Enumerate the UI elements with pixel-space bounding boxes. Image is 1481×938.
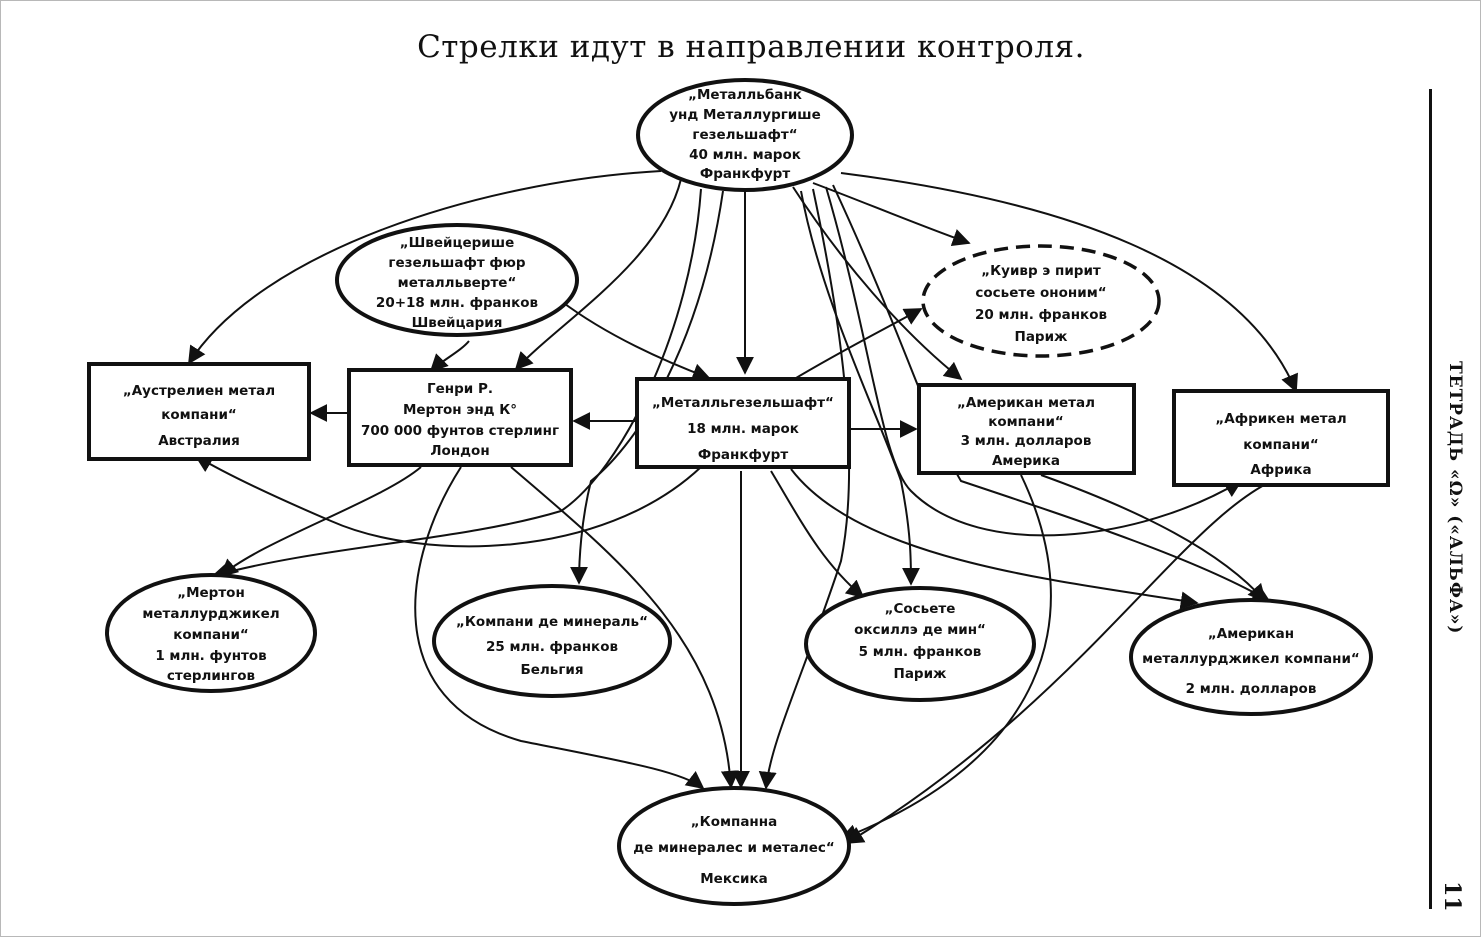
node-american-nickel-line: 2 млн. долларов [1186,681,1317,697]
edge-metallbank-minerale [570,190,724,585]
edge-schweiz-metallges [560,300,711,381]
node-merton-nickel-line: 1 млн. фунтов [155,648,266,664]
node-merton-line: Мертон энд К° [403,402,517,418]
node-minerale: „Компани де минераль“ 25 млн. франков Бе… [432,584,672,698]
edge-african-mexico [845,478,1277,844]
node-merton-nickel: „Мертон металлурджикел компани“ 1 млн. ф… [105,573,317,693]
edge-merton-mexico [414,466,705,790]
edge-merton-mertonnickel [219,466,422,578]
node-merton-line: Лондон [430,443,489,459]
edge-metallbank-mexico-b [758,188,851,790]
node-metallbank-line: Франкфурт [700,166,791,182]
node-merton-nickel-line: „Мертон [177,585,245,601]
node-merton-line: Генри Р. [427,381,493,397]
edge-metallges-oxilles [770,470,865,599]
node-mexico-line: Мексика [700,871,768,887]
edge-metallges-cuivre [790,308,923,382]
node-cuivre-line: Париж [1015,329,1069,345]
side-running-head: ТЕТРАДЬ «Ω» («АЛЬФА») [1445,361,1465,635]
node-mexico-line: де минералес и металес“ [633,840,834,856]
node-metallbank: „Металльбанк унд Металлургише гезельшафт… [636,78,854,192]
edge-metallbank-african-b [825,186,1243,537]
node-merton: Генри Р. Мертон энд К° 700 000 фунтов ст… [347,368,573,467]
node-australian-line: Австралия [158,433,240,449]
node-african-line: „Африкен метал [1215,411,1346,427]
node-mexico-line: „Компанна [691,814,777,830]
node-african-line: Африка [1250,462,1311,478]
node-merton-nickel-line: металлурджикел [142,606,279,622]
node-schweiz-line: Швейцария [412,315,503,331]
node-american-metal-line: 3 млн. долларов [961,433,1092,449]
node-metallbank-line: „Металльбанк [688,87,802,103]
node-american-nickel-line: металлурджикел компани“ [1142,651,1360,667]
node-minerale-line: „Компани де минераль“ [456,614,648,630]
edge-americanmetal-americannickel [1040,474,1267,603]
diagram-title: Стрелки идут в направлении контроля. [417,29,1085,65]
edge-metallbank-cuivre [812,182,971,247]
node-oxilles-line: 5 млн. франков [859,644,982,660]
node-oxilles-line: Париж [894,666,948,682]
edge-schweiz-merton [429,340,470,373]
node-american-metal-line: компани“ [988,414,1064,430]
node-african: „Африкен метал компани“ Африка [1172,389,1390,487]
side-rule [1429,89,1432,909]
node-australian-line: „Аустрелиен метал [123,383,275,399]
node-cuivre-line: сосьете ононим“ [975,285,1106,301]
node-schweiz-line: металльверте“ [398,275,517,291]
edge-metallbank-african [840,172,1298,393]
node-metallbank-line: гезельшафт“ [692,127,797,143]
node-schweiz-line: гезельшафт фюр [388,255,526,271]
edge-metallges-american-nickel [790,468,1199,610]
edge-americanmetal-mexico [839,474,1052,842]
node-minerale-line: 25 млн. франков [486,639,618,655]
page-number: 11 [1439,881,1465,912]
node-metallges: „Металльгезельшафт“ 18 млн. марок Франкф… [635,377,851,469]
node-cuivre-line: 20 млн. франков [975,307,1107,323]
node-metallbank-line: унд Металлургише [669,107,821,123]
node-cuivre-line: „Куивр э пирит [981,263,1101,279]
node-metallbank-line: 40 млн. марок [689,147,801,163]
node-metallges-line: 18 млн. марок [687,421,799,437]
edge-metallbank-merton [514,178,682,371]
node-australian-line: компани“ [161,407,237,423]
node-american-nickel-line: „Американ [1208,626,1294,642]
node-australian: „Аустрелиен метал компани“ Австралия [87,362,311,461]
node-metallges-line: „Металльгезельшафт“ [652,395,834,411]
node-american-metal-line: Америка [992,453,1060,469]
node-merton-nickel-line: стерлингов [167,668,255,684]
node-american-nickel: „Американ металлурджикел компани“ 2 млн.… [1129,598,1373,716]
node-metallges-line: Франкфурт [698,447,789,463]
node-merton-nickel-line: компани“ [173,627,249,643]
node-cuivre: „Куивр э пирит сосьете ононим“ 20 млн. ф… [921,244,1161,358]
edge-merton-mexico-b [510,466,739,789]
edge-metallbank-australian [188,170,662,365]
node-american-metal-line: „Американ метал [957,395,1095,411]
node-oxilles: „Сосьете оксиллэ де мин“ 5 млн. франков … [804,586,1036,702]
node-mexico: „Компанна де минералес и металес“ Мексик… [617,786,851,906]
edges [188,170,1298,844]
node-schweiz-line: 20+18 млн. франков [376,295,538,311]
node-schweiz-line: „Швейцерише [400,235,515,251]
edge-metallbank-american-nickel [832,184,1271,602]
node-african-line: компани“ [1243,437,1319,453]
node-minerale-line: Бельгия [520,662,583,678]
node-oxilles-line: „Сосьете [885,601,956,617]
node-oxilles-line: оксиллэ де мин“ [854,622,986,638]
node-merton-line: 700 000 фунтов стерлинг [361,423,559,439]
edge-metallges-australian [194,455,702,548]
node-american-metal: „Американ метал компани“ 3 млн. долларов… [917,383,1136,475]
node-schweiz: „Швейцерише гезельшафт фюр металльверте“… [335,223,579,337]
edge-metallbank-american-metal [792,186,963,381]
